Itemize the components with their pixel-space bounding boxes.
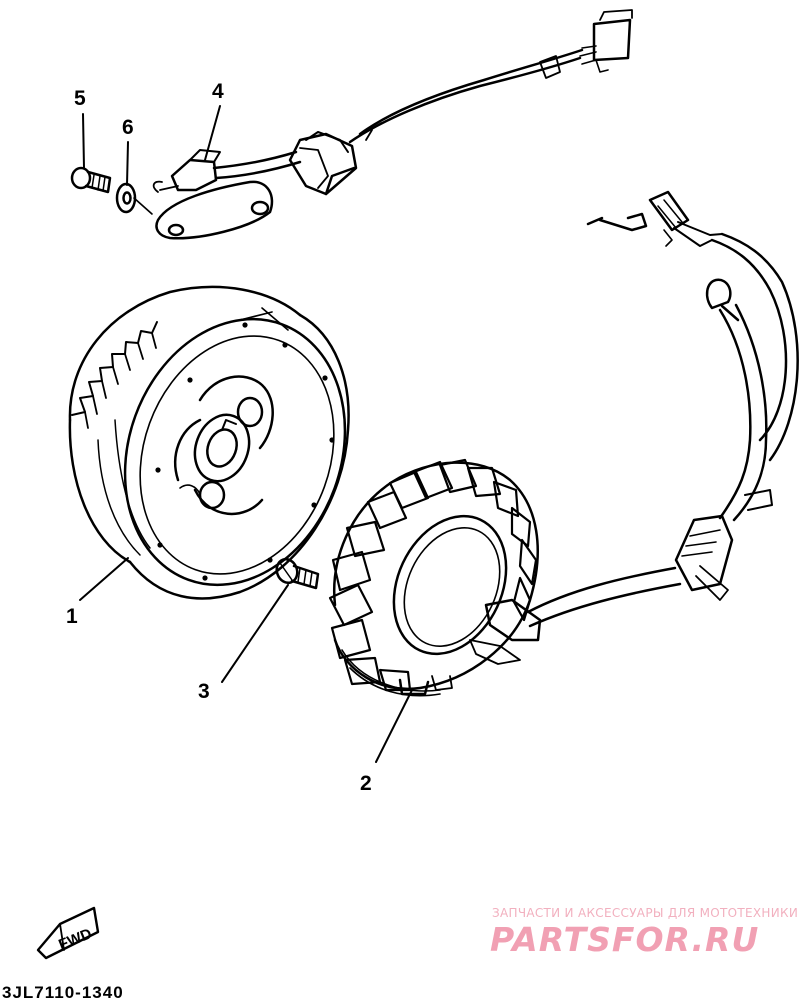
stator-bolt <box>275 557 320 590</box>
rotor-flywheel <box>68 285 350 600</box>
watermark-tagline: ЗАПЧАСТИ И АКСЕССУАРЫ ДЛЯ МОТОТЕХНИКИ <box>492 906 799 920</box>
callout-6: 6 <box>122 116 134 139</box>
callout-5: 5 <box>74 87 86 110</box>
fwd-direction-marker <box>36 906 100 960</box>
pickup-washer <box>115 182 153 215</box>
callout-1: 1 <box>66 605 78 628</box>
callout-3: 3 <box>198 680 210 703</box>
pickup-coil-assembly <box>152 9 633 240</box>
pickup-screw <box>70 166 112 194</box>
stator-harness <box>526 190 799 628</box>
fwd-label: FWD <box>56 925 94 954</box>
callout-2: 2 <box>360 772 372 795</box>
callout-4: 4 <box>212 80 224 103</box>
diagram-code: 3JL7110-1340 <box>2 983 124 1002</box>
watermark-brand: PARTSFOR.RU <box>490 920 760 959</box>
stator-assembly <box>328 458 542 697</box>
leader-lines <box>79 105 413 763</box>
